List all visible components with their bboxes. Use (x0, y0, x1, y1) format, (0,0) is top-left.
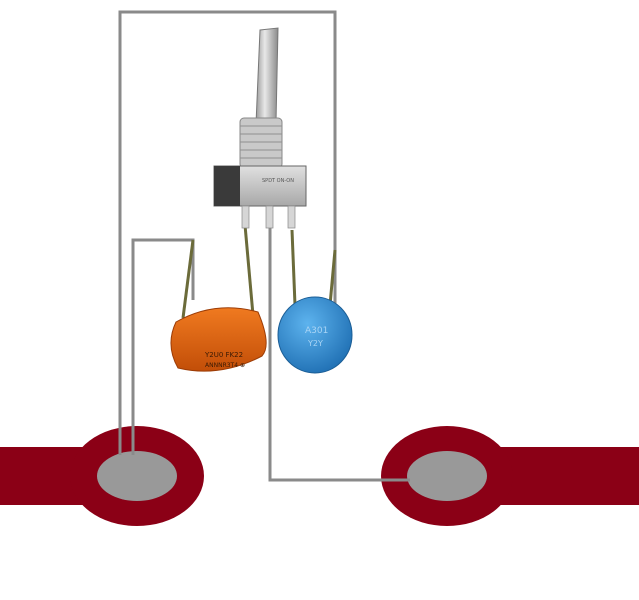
switch-lever (255, 27, 279, 125)
pad-center-right (407, 451, 487, 501)
switch-terminal-1 (241, 205, 250, 229)
toggle-switch: SPDT ON-ON (213, 27, 307, 229)
blue-capacitor-marking-1: A301 (305, 326, 328, 336)
blue-capacitor: A301 Y2Y (277, 296, 353, 374)
switch-terminal-3 (287, 205, 296, 229)
switch-bushing-threads (240, 125, 282, 159)
switch-terminal-2 (265, 205, 274, 229)
switch-base (214, 166, 240, 206)
wire-orange-cap-to-pad (131, 238, 195, 455)
orange-capacitor-marking-2: ANNNR3T4 ⊕ (205, 362, 245, 369)
pad-center-left (97, 451, 177, 501)
orange-cap-leg-left (181, 239, 195, 319)
blue-cap-leg-left (290, 229, 297, 306)
blue-capacitor-marking-2: Y2Y (307, 339, 323, 348)
orange-cap-leg-right (243, 224, 255, 316)
wire-switch-to-right-pad (268, 225, 410, 482)
switch-marking: SPDT ON-ON (262, 178, 294, 184)
orange-capacitor: Y2U0 FK22 ANNNR3T4 ⊕ (170, 307, 267, 372)
wire-outer-loop (118, 10, 337, 455)
blue-cap-leg-right (328, 249, 337, 306)
orange-capacitor-marking-1: Y2U0 FK22 (204, 351, 243, 359)
